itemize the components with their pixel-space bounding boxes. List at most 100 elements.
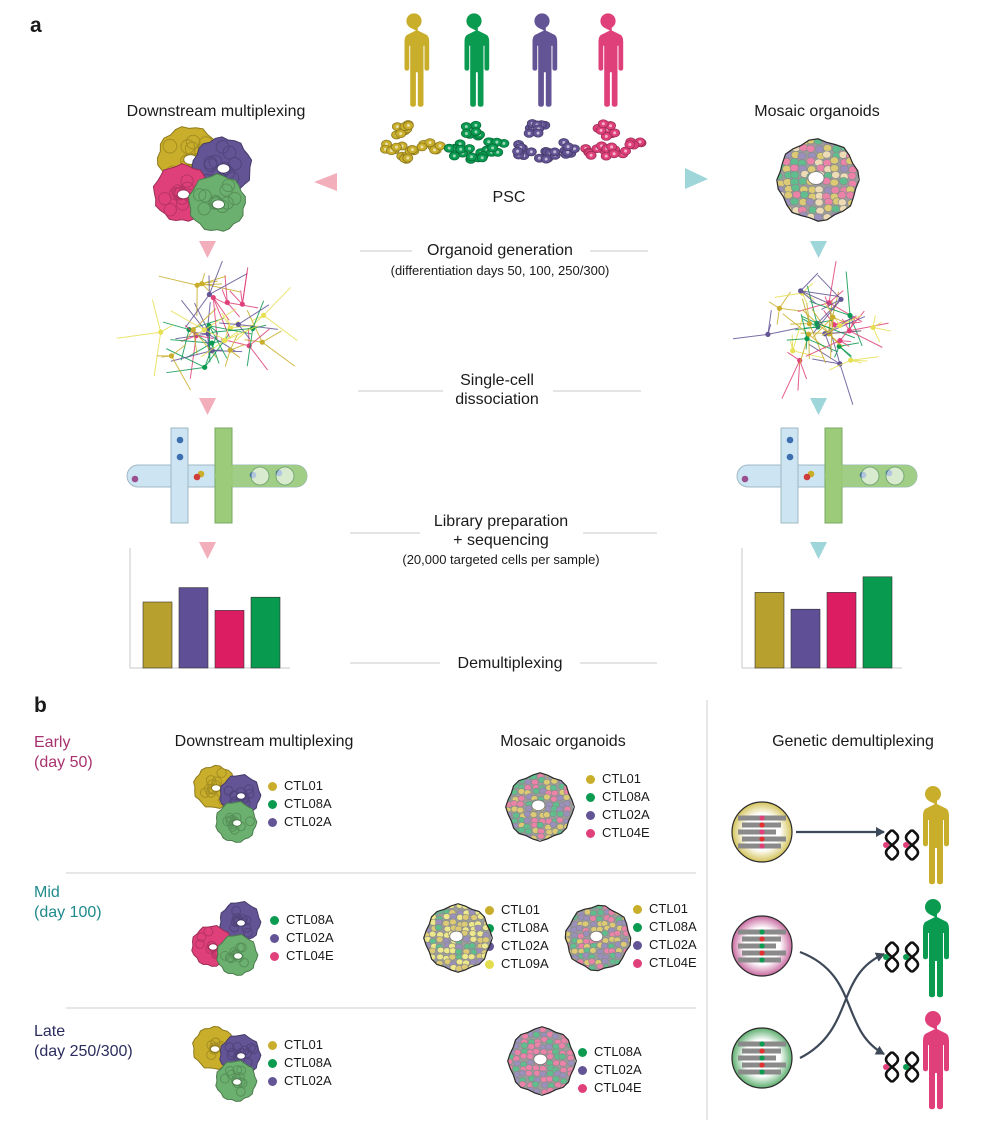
bar-ctl04e (214, 610, 245, 669)
nucleus-reads-icon (731, 801, 793, 863)
legend-dot (485, 905, 494, 915)
legend-label: CTL01 (649, 901, 689, 916)
bar-ctl02a (178, 587, 209, 669)
legend-label: CTL01 (501, 902, 541, 917)
timepoint-late: Late (day 250/300) (34, 1022, 133, 1062)
late-line1: Late (34, 1023, 66, 1040)
legend-dot (578, 1047, 587, 1057)
arrow-left-icon (314, 173, 337, 191)
legend-item: CTL08A (633, 918, 697, 936)
legend-item: CTL04E (633, 954, 697, 972)
dna-icon (883, 1050, 920, 1084)
step3-line1: Library preparation (433, 513, 569, 530)
arrow-icon (799, 952, 885, 1059)
mosaic-organoid-icon (507, 1026, 577, 1096)
legend-label: CTL01 (284, 778, 324, 793)
mid-line2: (day 100) (34, 904, 102, 921)
legend-item: CTL09A (485, 955, 549, 973)
down-arrow-icon (810, 542, 827, 559)
step3-line2: + sequencing (453, 532, 549, 549)
legend-dot (633, 940, 642, 950)
person-icon (598, 13, 624, 107)
left-column-title: Downstream multiplexing (126, 103, 306, 120)
bar-ctl01 (754, 592, 785, 669)
late-downstream-organoids (192, 1025, 262, 1102)
legend-label: CTL02A (649, 937, 697, 952)
legend-dot (586, 792, 595, 802)
legend-label: CTL02A (501, 938, 549, 953)
bar-ctl01 (142, 601, 173, 669)
legend-item: CTL01 (586, 770, 650, 788)
down-arrow-icon (810, 241, 827, 258)
person-icon (923, 786, 949, 885)
legend-dot (633, 958, 642, 968)
step-divider-lines (350, 250, 657, 664)
mid-downstream-organoids (191, 900, 262, 976)
panel-b-mosaic-organoids (423, 772, 632, 1096)
down-arrow-icon (199, 542, 216, 559)
early-line2: (day 50) (34, 754, 93, 771)
step-library-preparation: Library preparation + sequencing (20,000… (402, 512, 599, 569)
legend-dot (268, 1076, 277, 1086)
legend-dot (633, 922, 642, 932)
mosaic-organoid-icon (423, 903, 493, 973)
legend-dot (633, 904, 642, 914)
cell-cluster-icon (443, 120, 510, 164)
neuron-network-icon (732, 261, 891, 405)
legend-dot (268, 1058, 277, 1068)
legend-label: CTL04E (649, 955, 697, 970)
dna-icon (883, 828, 920, 862)
legend-label: CTL01 (284, 1037, 324, 1052)
step2-line1: Single-cell (460, 372, 534, 389)
legend-item: CTL08A (270, 911, 334, 929)
person-icon (404, 13, 430, 107)
down-arrow-icon (199, 398, 216, 415)
legend-label: CTL02A (284, 814, 332, 829)
legend-item: CTL08A (268, 1054, 332, 1072)
genetic-demultiplexing-graphic (731, 786, 949, 1110)
down-arrow-icon (810, 398, 827, 415)
legend-dot (578, 1083, 587, 1093)
legend-item: CTL08A (578, 1043, 642, 1061)
person-icon (923, 1011, 949, 1110)
legend-label: CTL04E (602, 825, 650, 840)
mosaic-organoid-icon (776, 138, 860, 222)
step3-subtitle: (20,000 targeted cells per sample) (402, 552, 600, 567)
cell-cluster-icon (380, 120, 446, 164)
step-demultiplexing: Demultiplexing (457, 655, 563, 672)
legend-item: CTL02A (578, 1061, 642, 1079)
legend-item: CTL04E (270, 947, 334, 965)
arrow-right-icon (685, 168, 708, 189)
legend-item: CTL08A (586, 788, 650, 806)
step1-title: Organoid generation (427, 242, 573, 259)
person-icon (532, 13, 558, 107)
early-downstream-organoids (193, 764, 262, 843)
legend-dot (586, 774, 595, 784)
timepoint-mid: Mid (day 100) (34, 883, 102, 923)
psc-person-icons (404, 13, 624, 107)
step2-line2: dissociation (455, 391, 539, 408)
left-down-arrows (199, 241, 216, 559)
legend-item: CTL02A (586, 806, 650, 824)
legend-item: CTL01 (485, 901, 549, 919)
legend-label: CTL01 (602, 771, 642, 786)
step-single-cell-dissociation: Single-cell dissociation (455, 371, 539, 409)
down-arrow-icon (199, 241, 216, 258)
right-column-title: Mosaic organoids (754, 103, 880, 120)
legend-dot (268, 817, 277, 827)
legend-item: CTL01 (268, 777, 332, 795)
legend-item: CTL08A (485, 919, 549, 937)
mid-line1: Mid (34, 884, 60, 901)
step-organoid-generation: Organoid generation (differentiation day… (391, 241, 610, 280)
psc-label: PSC (492, 189, 526, 206)
b-genetic-title: Genetic demultiplexing (772, 733, 934, 750)
b-mosaic-title: Mosaic organoids (500, 733, 626, 750)
person-icon (464, 13, 490, 107)
legend-label: CTL08A (284, 796, 332, 811)
mosaic-organoid-icon (564, 904, 632, 972)
